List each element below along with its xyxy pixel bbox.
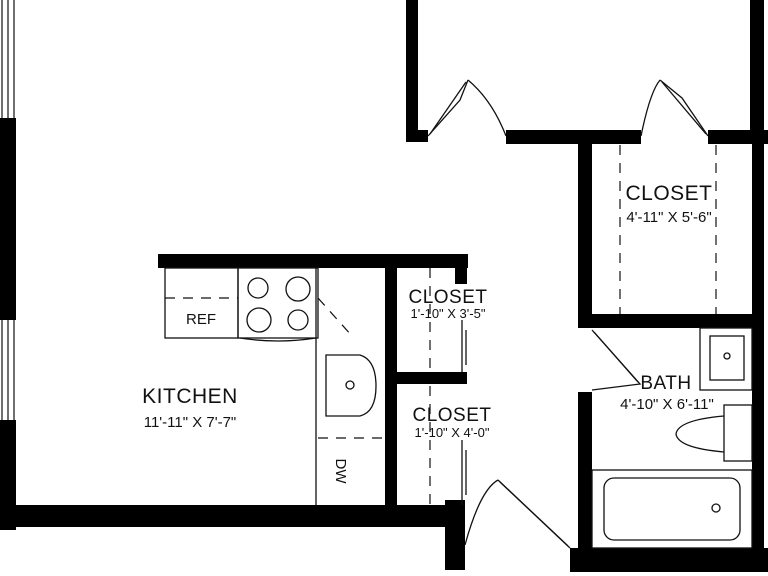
kitchen-sink — [325, 354, 377, 417]
toilet-tank — [723, 404, 753, 462]
bath-fixtures — [591, 327, 753, 549]
bath-name: BATH — [640, 373, 691, 394]
closet-upper-dimensions: 1'-10" X 3'-5" — [411, 306, 486, 321]
refrigerator-label: REF — [186, 311, 216, 328]
dishwasher-label: DW — [332, 459, 349, 485]
left-window — [1, 0, 15, 420]
closet-large-name: CLOSET — [625, 182, 712, 205]
doors — [427, 79, 709, 549]
kitchen-name: KITCHEN — [142, 385, 238, 408]
closet-lower-name: CLOSET — [412, 405, 491, 426]
closet-lower-dimensions: 1'-10" X 4'-0" — [415, 425, 490, 440]
closet-hidden-lines — [165, 145, 717, 505]
bathtub — [591, 469, 753, 549]
bath-dimensions: 4'-10" X 6'-11" — [620, 396, 714, 413]
bath-sink — [699, 327, 753, 391]
closet-large-dimensions: 4'-11" X 5'-6" — [626, 209, 711, 226]
stove — [237, 267, 319, 339]
labels: KITCHEN 11'-11" X 7'-7" CLOSET 4'-11" X … — [142, 182, 714, 484]
kitchen-dimensions: 11'-11" X 7'-7" — [144, 414, 237, 431]
closet-upper-name: CLOSET — [408, 287, 487, 308]
toilet-bowl — [675, 415, 725, 453]
kitchen-fixtures — [164, 267, 377, 505]
